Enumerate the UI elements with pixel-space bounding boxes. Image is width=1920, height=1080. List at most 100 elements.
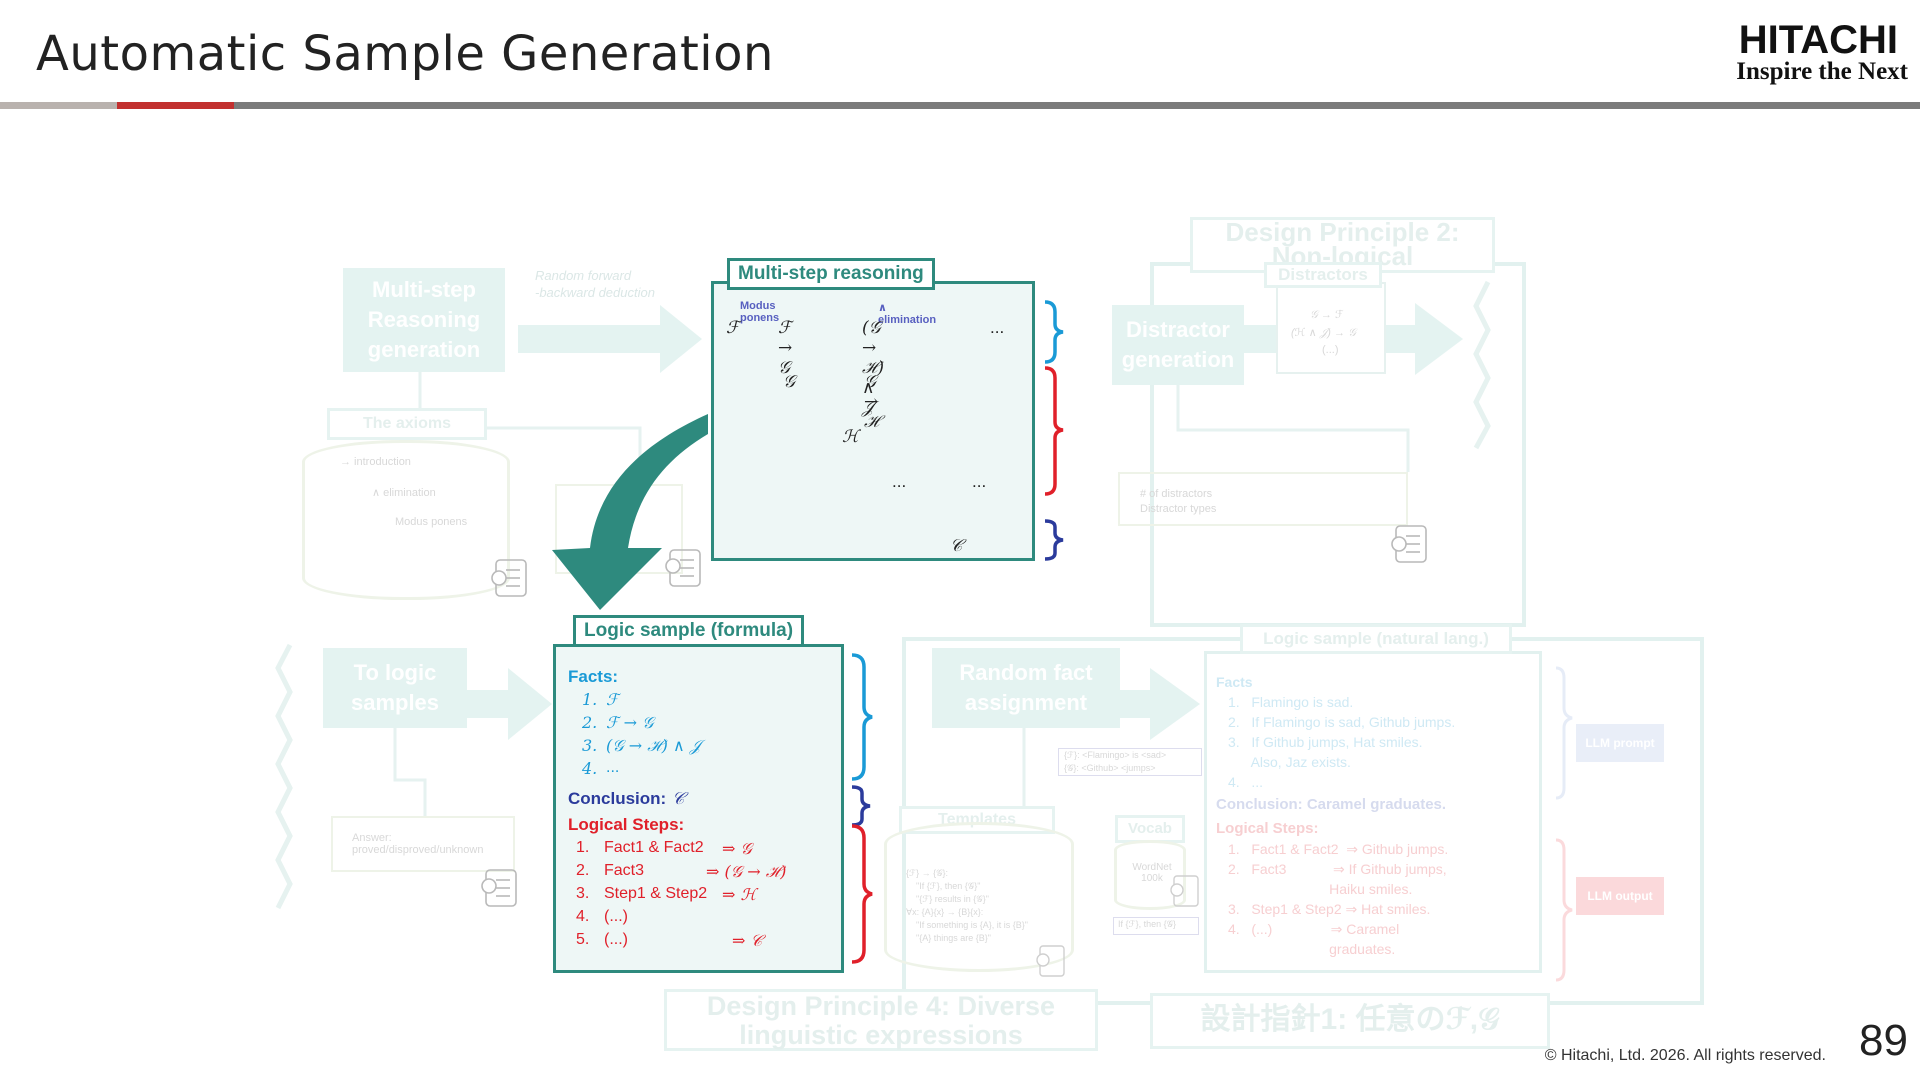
faded-distractor-opt-2: Distractor types bbox=[1140, 503, 1217, 515]
faded-answer-opts: Answer: proved/disproved/unknown bbox=[352, 832, 484, 856]
ls-step-5-num: 5. bbox=[576, 931, 590, 948]
msr-r4-ellipsis-1: ... bbox=[892, 472, 907, 491]
gear-doc-icon-1 bbox=[491, 559, 527, 597]
faded-multistep-box: Multi-step Reasoning generation bbox=[343, 268, 505, 372]
faded-distractor-formula-3: (...) bbox=[1322, 344, 1339, 356]
faded-vocab-box bbox=[1114, 840, 1186, 910]
faded-nl-step-2: 2. Fact3 ⇒ If Github jumps, bbox=[1228, 861, 1447, 877]
faded-design-principle-1: 設計指針1: 任意のℱ,𝒢 bbox=[1150, 993, 1550, 1049]
header-rule bbox=[0, 102, 1920, 109]
faded-template-line-2: "If {ℱ}, then {𝒢}" bbox=[916, 881, 981, 891]
ls-fact-2-num: 2. bbox=[582, 713, 598, 732]
ls-fact-1-num: 1. bbox=[582, 690, 598, 709]
page-number: 89 bbox=[1859, 1016, 1908, 1065]
faded-nl-fact-3: 3. If Github jumps, Hat smiles. bbox=[1228, 734, 1423, 750]
ls-fact-3-num: 3. bbox=[582, 736, 598, 755]
ls-step-4: (...) bbox=[604, 908, 628, 925]
faded-template-line-5: "If something is {A}, it is {B}" bbox=[916, 920, 1028, 930]
hitachi-logo: HITACHI bbox=[1738, 18, 1898, 62]
faded-distractor-formula-1: 𝒢 → ℱ bbox=[1310, 309, 1344, 321]
msr-r1-f: ℱ bbox=[726, 318, 740, 338]
ls-fact-1: ℱ bbox=[606, 690, 619, 709]
faded-vocab-text: WordNet 100k bbox=[1132, 862, 1172, 884]
faded-random-fact-box: Random fact assignment bbox=[932, 648, 1120, 728]
faded-nl-fact-5: 4. ... bbox=[1228, 774, 1264, 790]
faded-to-logic-box: To logic samples bbox=[323, 648, 467, 728]
faded-axiom-2: ∧ elimination bbox=[372, 487, 436, 499]
msr-modus-ponens-label: Modus ponens bbox=[740, 300, 780, 324]
faded-fact-assign-2: {𝒢}: <Github> <jumps> bbox=[1064, 763, 1156, 773]
gear-doc-icon-6 bbox=[1036, 945, 1065, 977]
faded-if-then: If {ℱ}, then {𝒢} bbox=[1118, 919, 1177, 929]
faded-connector-2 bbox=[487, 426, 642, 484]
faded-distractors-label: Distractors bbox=[1264, 262, 1382, 288]
faded-arrow-top-left bbox=[518, 325, 663, 353]
ls-step-2: Fact3 bbox=[604, 862, 645, 879]
faded-brace-nl-2 bbox=[1555, 838, 1573, 982]
faded-nl-label: Logic sample (natural lang.) bbox=[1240, 624, 1512, 654]
ls-step-3-result: ⇒ ℋ bbox=[722, 885, 757, 904]
ls-step-3: Step1 & Step2 bbox=[604, 885, 708, 902]
ls-conclusion-value: 𝒞 bbox=[672, 789, 685, 809]
ls-step-5: (...) bbox=[604, 931, 628, 948]
faded-arrowhead-distractor bbox=[1415, 303, 1463, 375]
faded-arrowhead-top-left bbox=[660, 305, 702, 373]
msr-r1-fg: ℱ → 𝒢 bbox=[778, 318, 793, 378]
ls-fact-2: ℱ → 𝒢 bbox=[606, 713, 654, 732]
faded-random-forward-label: Random forward -backward deduction bbox=[535, 268, 655, 300]
msr-r2-gh: 𝒢 → ℋ bbox=[864, 372, 880, 432]
faded-distractor-opt-1: # of distractors bbox=[1140, 488, 1213, 500]
ls-steps-title: Logical Steps: bbox=[568, 815, 685, 834]
ls-facts-title: Facts: bbox=[568, 667, 619, 686]
ls-brace-red bbox=[851, 824, 873, 964]
faded-templates-db bbox=[884, 822, 1074, 972]
page-title: Automatic Sample Generation bbox=[36, 26, 774, 82]
faded-nl-step-6: graduates. bbox=[1228, 941, 1396, 957]
gear-doc-icon-5 bbox=[1170, 875, 1199, 907]
header-rule-accent-gray bbox=[0, 102, 117, 109]
faded-axiom-1: → introduction bbox=[340, 456, 411, 468]
faded-fact-assign-1: {ℱ}: <Flamingo> is <sad> bbox=[1064, 750, 1167, 760]
ls-brace-navy bbox=[851, 785, 871, 827]
faded-nl-step-5: 4. (...) ⇒ Caramel bbox=[1228, 921, 1400, 937]
faded-zigzag-left bbox=[275, 643, 293, 910]
ls-step-1-num: 1. bbox=[576, 839, 590, 856]
msr-r2-g: 𝒢 bbox=[783, 372, 796, 392]
ls-step-4-num: 4. bbox=[576, 908, 590, 925]
ls-step-2-result: ⇒ (𝒢 → ℋ) bbox=[706, 862, 787, 881]
msr-and-elim-label: ∧ elimination bbox=[878, 302, 937, 326]
faded-arrowhead-to-logic bbox=[508, 668, 552, 740]
faded-template-line-3: "{ℱ} results in {𝒢}" bbox=[916, 894, 989, 904]
faded-nl-step-3: Haiku smiles. bbox=[1228, 881, 1413, 897]
faded-nl-fact-4: Also, Jaz exists. bbox=[1228, 754, 1351, 770]
gear-doc-icon-2 bbox=[665, 549, 701, 587]
faded-template-line-1: {ℱ} → {𝒢}: bbox=[906, 868, 949, 878]
faded-axioms-db bbox=[302, 440, 510, 600]
msr-label: Multi-step reasoning bbox=[727, 258, 935, 290]
faded-vocab-label: Vocab bbox=[1115, 815, 1185, 843]
gear-doc-icon-4 bbox=[481, 869, 517, 907]
gear-doc-icon-3 bbox=[1391, 525, 1427, 563]
faded-distractor-formula-2: (ℋ ∧ 𝒥) → 𝒢 bbox=[1291, 327, 1356, 339]
faded-connector-3 bbox=[1176, 385, 1410, 472]
faded-nl-steps-title: Logical Steps: bbox=[1216, 820, 1319, 837]
ls-fact-4: ... bbox=[606, 759, 620, 776]
big-teal-arrow bbox=[552, 414, 708, 610]
faded-answer-box bbox=[331, 816, 515, 872]
logic-sample-label: Logic sample (formula) bbox=[573, 615, 805, 647]
faded-axioms-label: The axioms bbox=[327, 408, 487, 440]
faded-nl-box bbox=[1204, 651, 1542, 973]
faded-nl-facts-title: Facts bbox=[1216, 674, 1253, 690]
msr-r5-c: 𝒞 bbox=[950, 536, 963, 556]
logic-sample-panel: Facts: 1. ℱ 2. ℱ → 𝒢 3. (𝒢 → ℋ) ∧ 𝒥 4. .… bbox=[553, 644, 844, 973]
faded-fact-assign-box bbox=[1058, 748, 1202, 776]
faded-axiom-3: Modus ponens bbox=[395, 516, 468, 528]
ls-step-2-num: 2. bbox=[576, 862, 590, 879]
faded-template-line-4: ∀x: {A}{x} → {B}{x}: bbox=[906, 907, 984, 917]
faded-distractor-box: Distractor generation bbox=[1112, 305, 1244, 385]
ls-fact-3: (𝒢 → ℋ) ∧ 𝒥 bbox=[606, 736, 701, 755]
faded-distractor-opts-box bbox=[1118, 472, 1408, 526]
ls-fact-4-num: 4. bbox=[582, 759, 598, 778]
ls-step-5-result: ⇒ 𝒞 bbox=[732, 931, 763, 950]
msr-brace-blue bbox=[1044, 300, 1064, 364]
